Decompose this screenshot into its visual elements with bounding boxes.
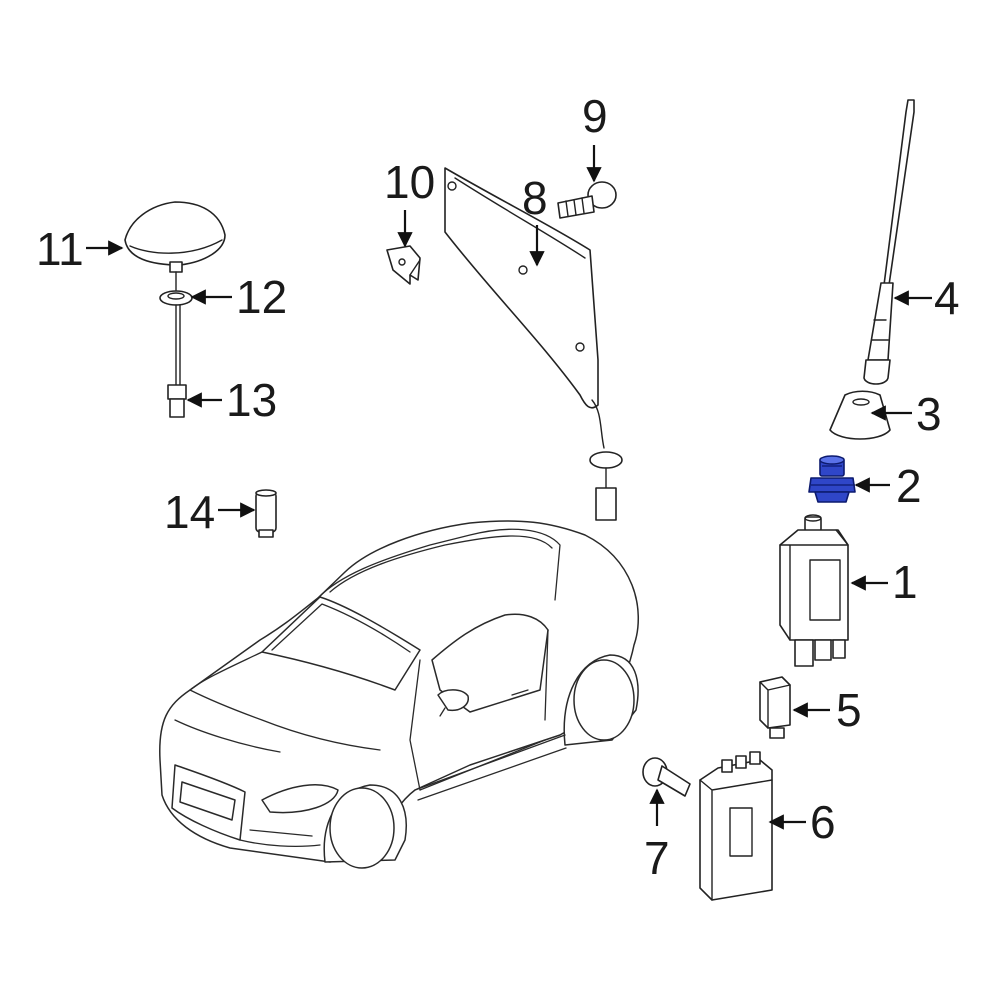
callout-labels: 1 2 3 4 5 6 7 8 9 10 11 12 13 14 (36, 90, 960, 884)
part-1-amplifier-module (779, 514, 849, 667)
callout-4: 4 (934, 272, 960, 324)
callout-1: 1 (892, 556, 918, 608)
callout-3: 3 (916, 388, 942, 440)
part-13-connector (167, 384, 187, 418)
callout-7: 7 (644, 832, 670, 884)
part-6-control-module (699, 751, 773, 901)
part-2-nut-highlighted (808, 455, 856, 503)
part-3-base-cap (829, 390, 891, 440)
callout-9: 9 (582, 90, 608, 142)
callout-8: 8 (522, 172, 548, 224)
callout-11: 11 (36, 223, 84, 275)
part-7-bolt (642, 757, 691, 797)
callout-5: 5 (836, 684, 862, 736)
callout-6: 6 (810, 796, 836, 848)
part-11-roof-antenna (124, 201, 226, 273)
callout-14: 14 (164, 486, 215, 538)
leader-arrows (86, 145, 932, 830)
part-9-screw (557, 181, 617, 219)
part-8-antenna-strip (444, 167, 623, 521)
part-5-plug (759, 676, 791, 739)
part-10-bracket (386, 245, 421, 285)
callout-12: 12 (236, 271, 287, 323)
callout-13: 13 (226, 374, 277, 426)
car-illustration (159, 520, 639, 869)
callout-10: 10 (384, 156, 435, 208)
part-4-antenna-mast (863, 99, 915, 385)
part-12-grommet (159, 271, 193, 386)
callout-2: 2 (896, 460, 922, 512)
part-14-plug (255, 489, 277, 538)
